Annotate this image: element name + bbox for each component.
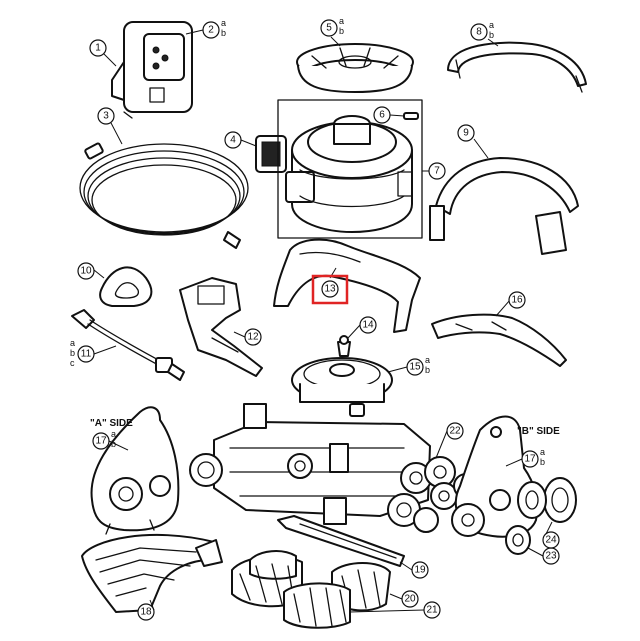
svg-text:b: b	[540, 457, 545, 467]
callout-1[interactable]: 1	[89, 39, 107, 57]
callout-14[interactable]: 14	[359, 316, 377, 334]
svg-text:1: 1	[95, 43, 101, 54]
svg-text:22: 22	[449, 426, 461, 437]
svg-text:17: 17	[524, 454, 536, 465]
svg-text:b: b	[425, 365, 430, 375]
part-track-wheel	[517, 477, 577, 523]
a-side-label: "A" SIDE	[90, 418, 133, 429]
part-triangle-ring	[99, 266, 153, 307]
part-handle-top	[447, 41, 587, 93]
svg-text:a: a	[489, 20, 494, 30]
callout-23[interactable]: 23	[542, 547, 560, 565]
callout-5[interactable]: 5 a b	[320, 16, 344, 37]
svg-text:24: 24	[545, 535, 557, 546]
svg-text:a: a	[70, 338, 75, 348]
callout-19[interactable]: 19	[411, 561, 429, 579]
leader-lines	[93, 29, 553, 613]
svg-text:10: 10	[80, 266, 92, 277]
callout-9[interactable]: 9	[457, 124, 475, 142]
svg-text:a: a	[540, 447, 545, 457]
callout-13[interactable]: 13	[311, 274, 349, 305]
callout-2[interactable]: 2 a b	[202, 18, 226, 39]
svg-text:13: 13	[324, 284, 336, 295]
callout-16[interactable]: 16	[508, 291, 526, 309]
b-side-label: "B" SIDE	[517, 426, 560, 437]
svg-text:a: a	[339, 16, 344, 26]
callout-6[interactable]: 6	[373, 106, 391, 124]
part-impeller	[291, 357, 393, 417]
part-fastener-14	[337, 335, 351, 357]
callout-17-b-side[interactable]: 17 a b	[521, 447, 545, 468]
part-motor-assembly	[277, 99, 423, 239]
callout-10[interactable]: 10	[77, 262, 95, 280]
svg-text:5: 5	[326, 23, 332, 34]
part-bar-19	[277, 515, 405, 567]
part-power-supply	[111, 21, 193, 119]
svg-text:2: 2	[208, 25, 214, 36]
part-gears-22	[387, 456, 479, 533]
part-filter-clip	[255, 135, 287, 173]
callout-18[interactable]: 18	[137, 603, 155, 621]
part-side-plate-a	[90, 406, 180, 535]
part-side-rail	[431, 313, 567, 367]
callout-13-highlight	[311, 274, 349, 305]
callout-11[interactable]: 11 a b c	[70, 338, 95, 368]
callout-24[interactable]: 24	[542, 531, 560, 549]
svg-text:19: 19	[414, 565, 426, 576]
svg-text:b: b	[111, 439, 116, 449]
svg-text:14: 14	[362, 320, 374, 331]
callout-4[interactable]: 4	[224, 131, 242, 149]
callout-15[interactable]: 15 a b	[406, 355, 430, 376]
svg-text:b: b	[489, 30, 494, 40]
part-bracket-12	[179, 277, 263, 377]
part-bushing	[505, 525, 531, 555]
svg-text:17: 17	[95, 436, 107, 447]
svg-text:a: a	[111, 429, 116, 439]
callout-7[interactable]: 7	[428, 162, 446, 180]
part-handle-bar	[273, 238, 421, 333]
callout-22[interactable]: 22	[446, 422, 464, 440]
callout-12[interactable]: 12	[244, 328, 262, 346]
svg-text:b: b	[221, 28, 226, 38]
part-chassis	[189, 403, 431, 525]
part-skirt	[81, 533, 223, 613]
svg-text:6: 6	[379, 110, 385, 121]
svg-text:9: 9	[463, 128, 469, 139]
callout-20[interactable]: 20	[401, 590, 419, 608]
part-cable-11	[71, 309, 185, 381]
part-side-handle	[429, 157, 579, 255]
svg-text:20: 20	[404, 594, 416, 605]
part-roller-21	[283, 582, 351, 629]
svg-text:15: 15	[409, 362, 421, 373]
svg-text:18: 18	[140, 607, 152, 618]
callout-21[interactable]: 21	[423, 601, 441, 619]
callout-3[interactable]: 3	[97, 107, 115, 125]
svg-text:11: 11	[81, 349, 92, 360]
svg-text:c: c	[70, 358, 75, 368]
svg-text:23: 23	[545, 551, 557, 562]
part-cable-coil	[79, 142, 249, 249]
svg-text:3: 3	[103, 111, 109, 122]
part-top-cap	[296, 43, 414, 93]
callout-17-a-side[interactable]: 17 a b	[92, 429, 116, 450]
svg-text:8: 8	[476, 27, 482, 38]
svg-text:b: b	[70, 348, 75, 358]
part-side-plate-b	[451, 415, 539, 538]
callout-8[interactable]: 8 a b	[470, 20, 494, 41]
svg-text:7: 7	[434, 166, 440, 177]
svg-text:b: b	[339, 26, 344, 36]
svg-text:a: a	[221, 18, 226, 28]
svg-text:12: 12	[247, 332, 259, 343]
svg-text:16: 16	[511, 295, 523, 306]
svg-text:21: 21	[426, 605, 438, 616]
part-screw-6	[403, 112, 419, 120]
svg-text:4: 4	[230, 135, 236, 146]
svg-text:a: a	[425, 355, 430, 365]
